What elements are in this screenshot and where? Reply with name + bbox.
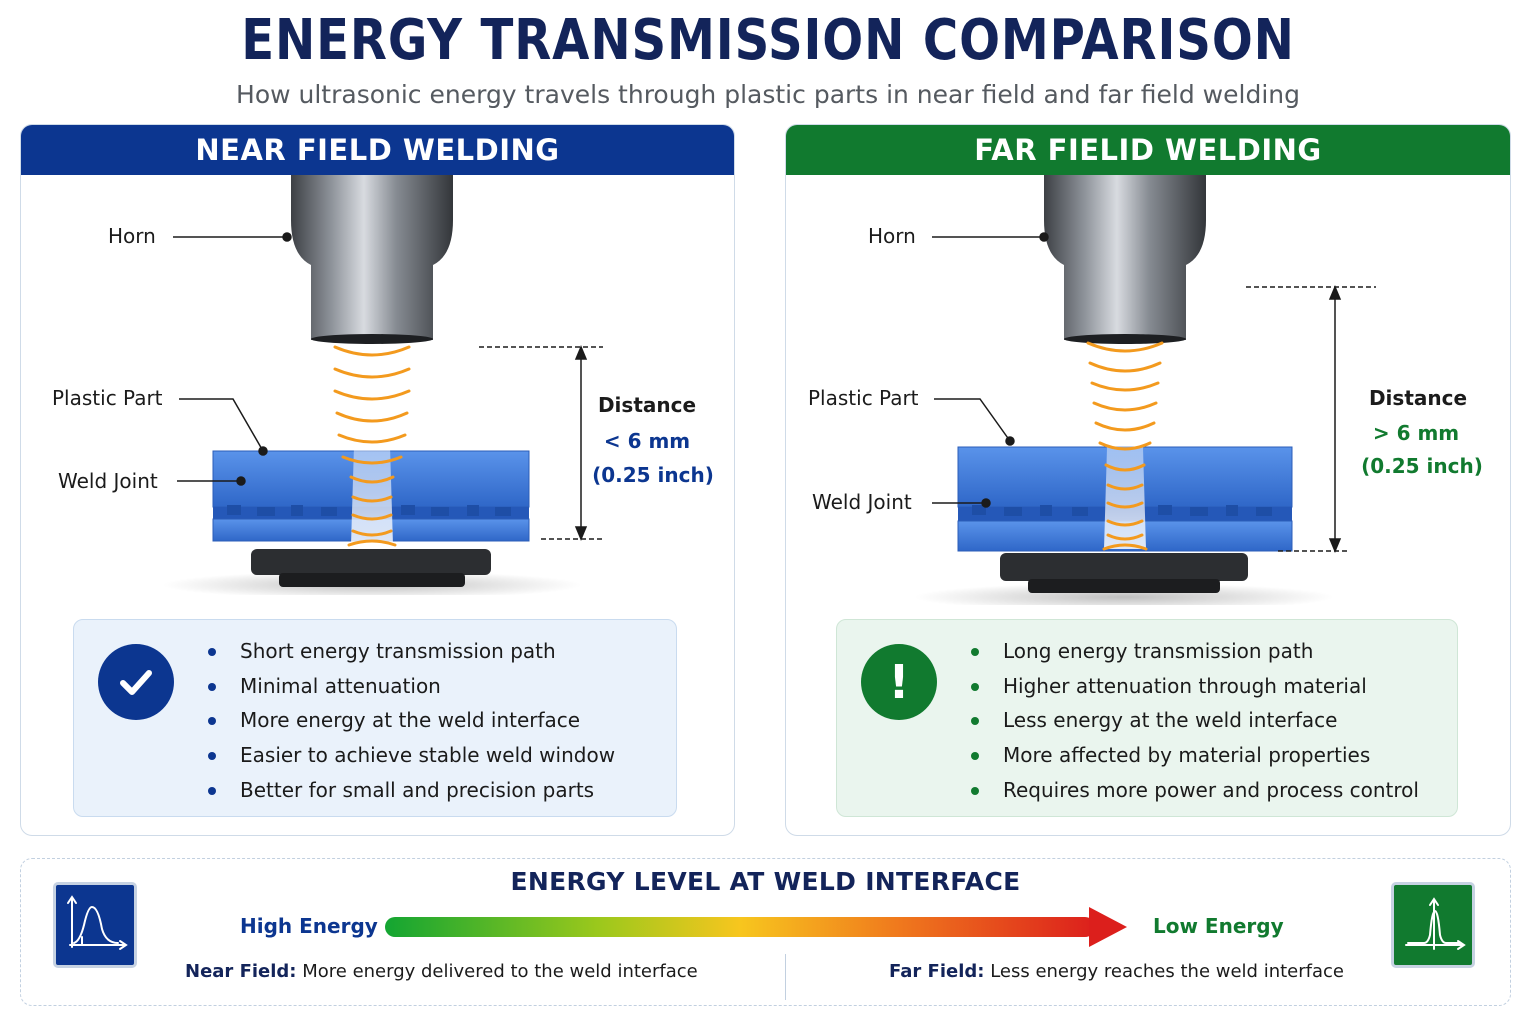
near-field-note-label: Near Field:: [185, 961, 297, 982]
horn-label: Horn: [868, 224, 916, 248]
near-field-header: NEAR FIELD WELDING: [21, 125, 734, 175]
horn-shape: [291, 175, 453, 344]
anvil-shape: [251, 549, 491, 587]
distance-inch: (0.25 inch): [1361, 454, 1483, 478]
bullet-item: Less energy at the weld interface: [969, 703, 1419, 738]
distance-value: < 6 mm: [603, 429, 691, 453]
page-subtitle: How ultrasonic energy travels through pl…: [236, 80, 1300, 109]
distance-title: Distance: [597, 393, 697, 417]
near-field-bullets: Short energy transmission path Minimal a…: [206, 634, 615, 807]
bullet-item: Easier to achieve stable weld window: [206, 738, 615, 773]
bullet-item: Higher attenuation through material: [969, 669, 1419, 704]
far-field-header: FAR FIELID WELDING: [786, 125, 1510, 175]
plastic-part-label: Plastic Part: [52, 386, 163, 410]
bullet-item: More energy at the weld interface: [206, 703, 615, 738]
far-field-diagram: [914, 175, 1376, 605]
anvil-shape: [1000, 553, 1248, 593]
far-field-bullets: Long energy transmission path Higher att…: [969, 634, 1419, 807]
ultrasonic-waves: [333, 345, 411, 547]
low-energy-graph-icon: [1391, 882, 1475, 968]
plastic-part-label: Plastic Part: [808, 386, 919, 410]
bullet-item: More affected by material properties: [969, 738, 1419, 773]
distance-inch: (0.25 inch): [592, 463, 714, 487]
energy-level-section: ENERGY LEVEL AT WELD INTERFACE High Ener…: [20, 858, 1511, 1006]
high-energy-graph-icon: [53, 882, 137, 968]
section-divider: [785, 954, 786, 1000]
bullet-item: Long energy transmission path: [969, 634, 1419, 669]
bullet-item: Minimal attenuation: [206, 669, 615, 704]
exclamation-icon: !: [861, 644, 937, 720]
far-field-note-text: Less energy reaches the weld interface: [984, 961, 1344, 982]
bullet-item: Short energy transmission path: [206, 634, 615, 669]
low-energy-label: Low Energy: [1153, 914, 1284, 938]
near-field-diagram: [162, 175, 603, 595]
near-field-info-box: Short energy transmission path Minimal a…: [73, 619, 677, 817]
distance-marker: [1246, 285, 1376, 553]
near-field-note: Near Field: More energy delivered to the…: [185, 961, 698, 982]
near-field-panel: NEAR FIELD WELDING: [20, 124, 735, 836]
energy-gradient-arrow: [385, 907, 1127, 947]
distance-title: Distance: [1368, 386, 1468, 410]
weld-joint-label: Weld Joint: [812, 490, 912, 514]
ultrasonic-waves: [1086, 341, 1164, 551]
checkmark-icon: [98, 644, 174, 720]
far-field-info-box: ! Long energy transmission path Higher a…: [836, 619, 1458, 817]
weld-joint-label: Weld Joint: [58, 469, 158, 493]
far-field-note: Far Field: Less energy reaches the weld …: [889, 961, 1344, 982]
high-energy-label: High Energy: [240, 914, 378, 938]
energy-level-title: ENERGY LEVEL AT WELD INTERFACE: [510, 867, 1021, 896]
distance-value: > 6 mm: [1372, 421, 1460, 445]
far-field-note-label: Far Field:: [889, 961, 985, 982]
horn-label: Horn: [108, 224, 156, 248]
horn-shape: [1044, 175, 1206, 344]
bullet-item: Better for small and precision parts: [206, 773, 615, 808]
far-field-panel: FAR FIELID WELDING: [785, 124, 1511, 836]
bullet-item: Requires more power and process control: [969, 773, 1419, 808]
near-field-note-text: More energy delivered to the weld interf…: [296, 961, 698, 982]
page-title: ENERGY TRANSMISSION COMPARISON: [241, 8, 1295, 73]
distance-marker: [479, 345, 603, 541]
